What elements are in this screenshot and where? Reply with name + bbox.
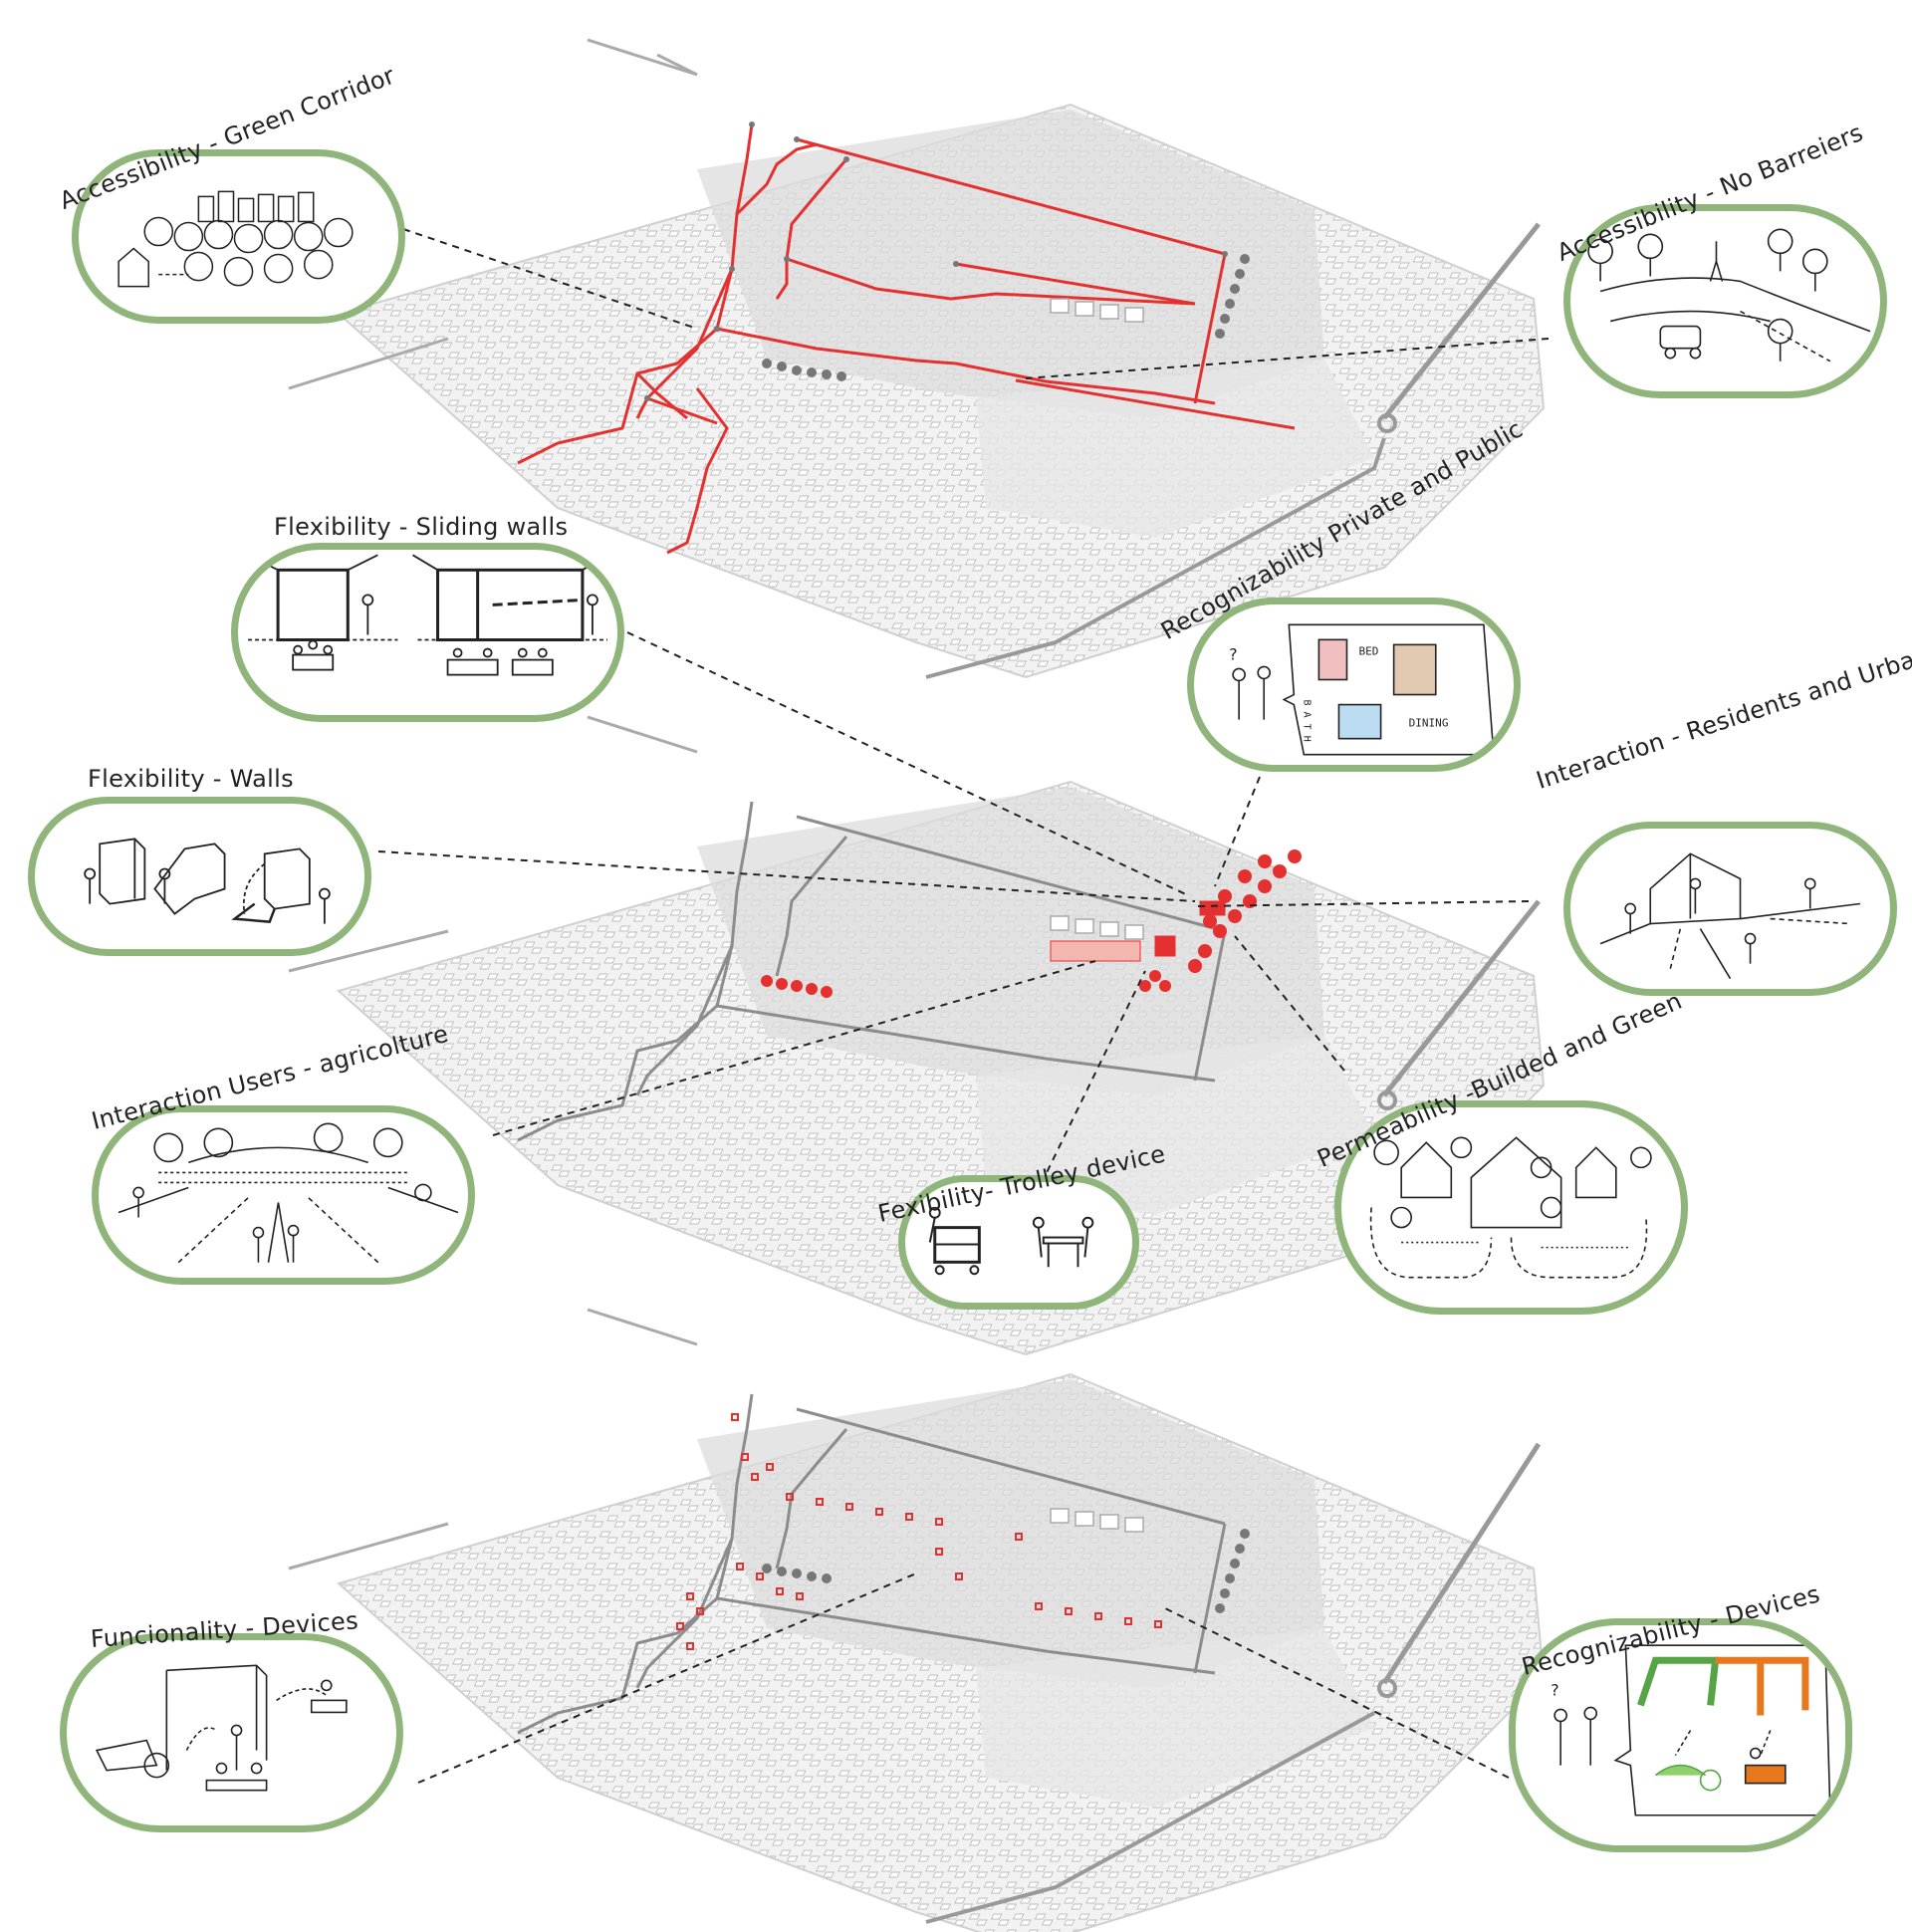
map-top	[288, 38, 1546, 679]
dining-label: DINING	[1409, 717, 1449, 730]
bubble-green-corridor	[72, 149, 405, 324]
recog-devices-sketch: ?	[1551, 1644, 1831, 1816]
label-walls: Flexibility - Walls	[88, 765, 294, 793]
map-bottom	[288, 1308, 1546, 1932]
question-mark-2: ?	[1551, 1680, 1559, 1699]
bubble-users-agriculture	[92, 1105, 475, 1285]
bubble-walls	[28, 797, 371, 956]
residents-urban-sketch	[1599, 852, 1861, 980]
bubble-builded-green	[1334, 1100, 1688, 1315]
question-mark: ?	[1229, 644, 1238, 663]
bubble-trolley	[898, 1175, 1139, 1310]
walls-sketch	[84, 838, 331, 924]
no-barriers-sketch	[1587, 228, 1871, 362]
leader-lines	[377, 228, 1550, 1784]
builded-green-sketch	[1369, 1136, 1652, 1279]
bubble-no-barriers	[1563, 204, 1887, 398]
func-devices-sketch	[95, 1664, 348, 1792]
trolley-sketch	[928, 1206, 1094, 1276]
label-sliding-walls: Flexibility - Sliding walls	[274, 513, 569, 541]
sliding-walls-sketch	[247, 554, 608, 676]
bubble-recog-devices: ?	[1509, 1618, 1852, 1852]
bed-label: BED	[1359, 644, 1379, 657]
bubble-sliding-walls	[231, 543, 624, 722]
bubble-private-public: ? BED DINING B A T H	[1187, 598, 1521, 772]
bubble-residents-urban	[1563, 822, 1897, 996]
users-agriculture-sketch	[118, 1122, 459, 1264]
private-public-sketch: ? BED DINING B A T H	[1229, 623, 1495, 756]
bath-label: B A T H	[1301, 700, 1312, 742]
green-corridor-sketch	[118, 190, 354, 288]
bubble-func-devices	[60, 1633, 403, 1832]
